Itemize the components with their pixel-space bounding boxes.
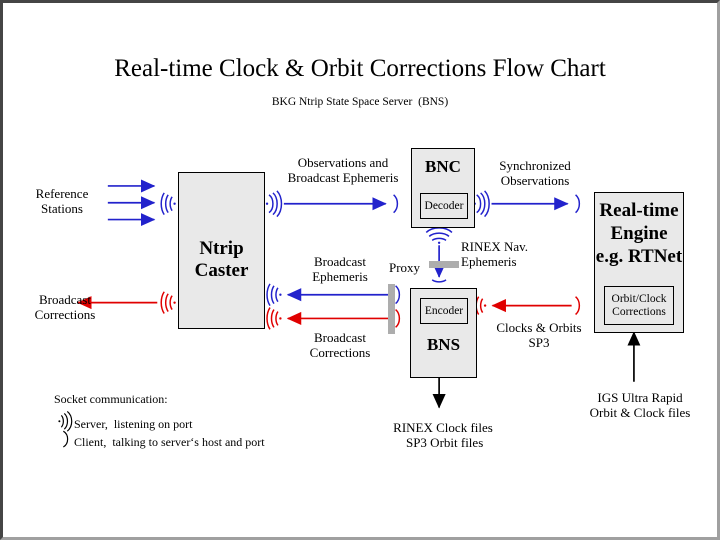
- page-title: Real-time Clock & Orbit Corrections Flow…: [114, 55, 606, 82]
- legend-heading: Socket communication:: [54, 392, 168, 406]
- client-arc-icon-bns-corr-out: [395, 308, 401, 328]
- server-antenna-icon-caster-obs-out: [265, 190, 283, 218]
- box-bns[interactable]: Encoder BNS: [410, 288, 477, 378]
- legend-client-arc-icon: [62, 430, 69, 448]
- label-igs-ultra-rapid: IGS Ultra Rapid Orbit & Clock files: [589, 390, 691, 420]
- flow-connectors: [58, 179, 641, 448]
- label-rinex-nav-ephemeris: RINEX Nav. Ephemeris: [461, 239, 529, 269]
- client-arc-icon-bns-nav-in: [431, 279, 447, 283]
- client-arc-icon-rtengine-in: [575, 194, 581, 214]
- box-bns-encoder[interactable]: Encoder: [420, 298, 468, 324]
- box-bnc[interactable]: BNC Decoder: [411, 148, 475, 228]
- box-realtime-engine-label: Real-time Engine e.g. RTNet: [595, 200, 683, 268]
- legend-item-client-text: Client, talking to server‘s host and por…: [74, 435, 265, 449]
- server-antenna-icon-bnc-nav-out: [425, 227, 453, 244]
- server-antenna-icon-caster-corr-in: [266, 307, 282, 330]
- server-antenna-icon-caster-eph-in: [266, 283, 282, 307]
- label-observations-broadcast-ephemeris: Observations and Broadcast Ephemeris: [287, 155, 399, 185]
- legend-server-antenna-icon: [58, 410, 73, 432]
- label-clocks-orbits-sp3: Clocks & Orbits SP3: [496, 320, 582, 350]
- label-broadcast-corrections-left: Broadcast Corrections: [34, 292, 96, 322]
- box-realtime-engine[interactable]: Real-time Engine e.g. RTNet Orbit/Clock …: [594, 192, 684, 333]
- server-antenna-icon-caster-out-left: [160, 291, 176, 314]
- client-arc-icon-bns-eph-out: [395, 285, 401, 305]
- page-subtitle: BKG Ntrip State Space Server (BNS): [271, 96, 449, 108]
- box-bns-label: BNS: [426, 335, 461, 354]
- label-broadcast-ephemeris: Broadcast Ephemeris: [312, 254, 368, 284]
- server-antenna-icon-caster-in: [160, 192, 176, 216]
- label-proxy: Proxy: [389, 260, 421, 275]
- box-bns-encoder-label: Encoder: [424, 304, 464, 317]
- label-synchronized-observations: Synchronized Observations: [499, 158, 571, 188]
- client-arc-icon-rtengine-corr-out: [575, 296, 581, 316]
- proxy-bar-vertical: [388, 284, 395, 334]
- box-orbit-clock-corrections-label: Orbit/Clock Corrections: [611, 292, 667, 318]
- label-rinex-clock-sp3-files: RINEX Clock files SP3 Orbit files: [393, 420, 493, 450]
- legend-item-server-text: Server, listening on port: [74, 417, 193, 431]
- box-bnc-label: BNC: [425, 157, 461, 176]
- box-ntrip-caster[interactable]: Ntrip Caster: [178, 172, 265, 329]
- box-orbit-clock-corrections[interactable]: Orbit/Clock Corrections: [604, 286, 674, 325]
- label-broadcast-corrections-bns: Broadcast Corrections: [309, 330, 371, 360]
- box-bnc-decoder-label: Decoder: [424, 199, 464, 212]
- server-antenna-icon-bnc-out: [473, 190, 490, 218]
- label-reference-stations: Reference Stations: [35, 186, 89, 216]
- box-ntrip-caster-label: Ntrip Caster: [194, 238, 249, 281]
- box-bnc-decoder[interactable]: Decoder: [420, 193, 468, 219]
- proxy-bar-horizontal: [429, 261, 459, 268]
- client-arc-icon-bnc-in: [393, 194, 399, 214]
